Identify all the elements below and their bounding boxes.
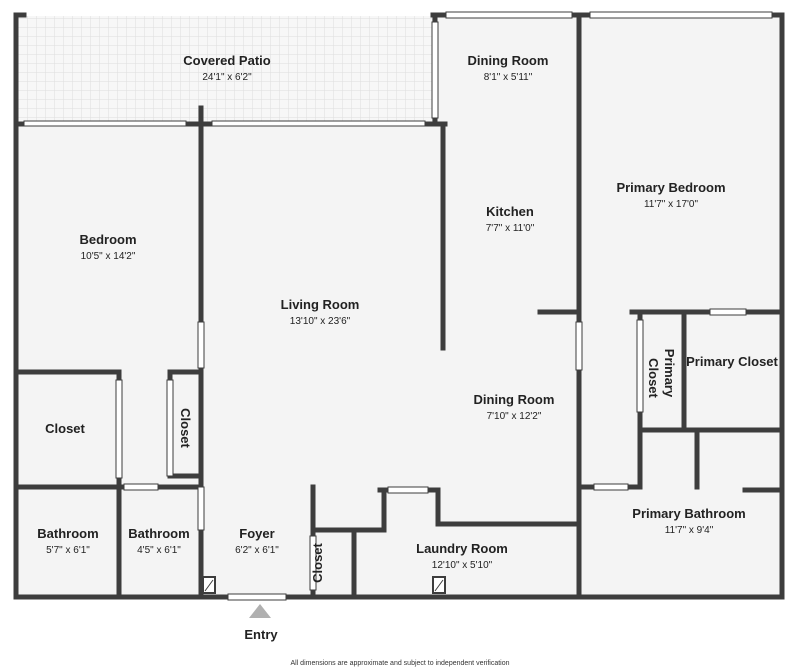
living-room-dims: 13'10" x 23'6" <box>290 316 351 327</box>
laundry-room-dims: 12'10" x 5'10" <box>432 560 493 571</box>
living-room-name: Living Room <box>281 297 360 312</box>
primary-bathroom-dims: 11'7" x 9'4" <box>665 525 714 536</box>
entry-label: Entry <box>244 627 278 642</box>
primary-bedroom-name: Primary Bedroom <box>616 180 725 195</box>
patio-floor <box>17 16 435 124</box>
entry-arrow-icon <box>249 604 271 618</box>
closet-foyer-name: Closet <box>310 542 325 582</box>
closet-vertical-name: Closet <box>178 408 193 448</box>
primary-closet-name: Primary Closet <box>686 354 778 369</box>
primary-bedroom-dims: 11'7" x 17'0" <box>644 199 699 210</box>
bedroom-dims: 10'5" x 14'2" <box>81 251 136 262</box>
interior-floor-left <box>17 124 577 597</box>
dining-room-top-name: Dining Room <box>468 53 549 68</box>
disclaimer: All dimensions are approximate and subje… <box>290 660 509 667</box>
covered-patio-dims: 24'1" x 6'2" <box>202 72 252 83</box>
bathroom-1-dims: 5'7" x 6'1" <box>46 545 90 556</box>
interior-floor-top <box>435 16 577 124</box>
room-labels: Covered Patio 24'1" x 6'2" Dining Room 8… <box>37 53 778 667</box>
windows <box>23 11 773 601</box>
primary-bathroom-name: Primary Bathroom <box>632 506 745 521</box>
bathroom-1-name: Bathroom <box>37 526 98 541</box>
primary-closet-small-line1: Primary <box>662 349 677 398</box>
foyer-name: Foyer <box>239 526 274 541</box>
dining-room-mid-dims: 7'10" x 12'2" <box>487 411 542 422</box>
dining-room-top-dims: 8'1" x 5'11" <box>484 72 533 83</box>
bedroom-name: Bedroom <box>79 232 136 247</box>
bathroom-2-name: Bathroom <box>128 526 189 541</box>
laundry-room-name: Laundry Room <box>416 541 508 556</box>
bathroom-2-dims: 4'5" x 6'1" <box>137 545 181 556</box>
floor-areas <box>17 16 781 597</box>
utility-boxes <box>202 576 446 594</box>
walls <box>13 12 785 600</box>
kitchen-dims: 7'7" x 11'0" <box>486 223 535 234</box>
covered-patio-name: Covered Patio <box>183 53 270 68</box>
foyer-dims: 6'2" x 6'1" <box>235 545 279 556</box>
primary-closet-small-line2: Closet <box>646 358 661 398</box>
kitchen-name: Kitchen <box>486 204 534 219</box>
interior-floor-right <box>577 16 781 597</box>
dining-room-mid-name: Dining Room <box>474 392 555 407</box>
closet-left-name: Closet <box>45 421 85 436</box>
